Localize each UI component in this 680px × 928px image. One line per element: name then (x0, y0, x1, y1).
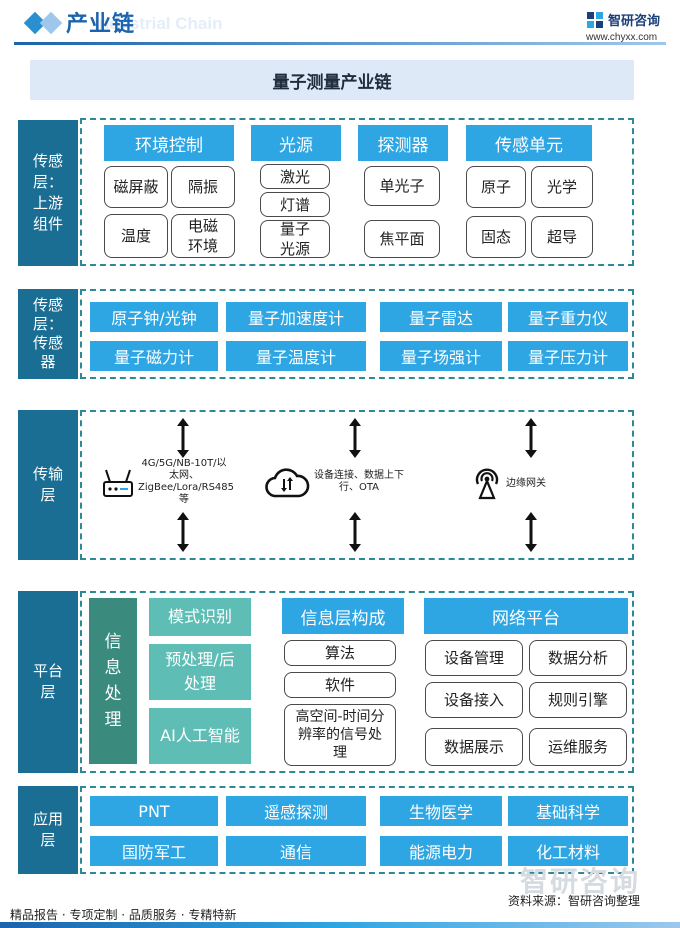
arrow-mid-icon (349, 418, 361, 552)
item-em-environment: 电磁环境 (171, 214, 235, 258)
app-pnt: PNT (90, 796, 218, 826)
application-container (80, 786, 634, 874)
item-superconducting: 超导 (531, 216, 593, 258)
platform-container (80, 591, 634, 773)
info-processing-label: 信息处理 (104, 632, 122, 730)
layer-label-text: 传感层：传感器 (32, 296, 63, 371)
logo-icon (587, 12, 603, 28)
main-title: 量子测量产业链 (30, 60, 634, 100)
info-signal-processing: 高空间-时间分辨率的信号处理 (284, 704, 396, 766)
item-focal-plane: 焦平面 (364, 220, 440, 258)
app-defense: 国防军工 (90, 836, 218, 866)
item-vibration-isolation: 隔振 (171, 166, 235, 208)
app-communication: 通信 (226, 836, 366, 866)
transport-container (80, 410, 634, 560)
proc-ai: AI人工智能 (149, 708, 251, 764)
app-basic-science: 基础科学 (508, 796, 628, 826)
arrow-left-icon (177, 418, 189, 552)
header-underline (14, 42, 666, 45)
logo-url: www.chyxx.com (586, 32, 658, 43)
item-optical: 光学 (531, 166, 593, 208)
layer-label-upstream: 传感层：上游组件 (18, 120, 78, 266)
item-single-photon: 单光子 (364, 166, 440, 206)
layer-label-text: 传输层 (32, 465, 63, 504)
net-rule-engine: 规则引擎 (529, 682, 627, 718)
item-laser: 激光 (260, 164, 330, 189)
arrow-right-icon (525, 418, 537, 552)
transport-gateway-text: 边缘网关 (506, 478, 546, 489)
proc-pre-post-processing: 预处理/后处理 (149, 644, 251, 700)
info-software: 软件 (284, 672, 396, 698)
net-device-management: 设备管理 (425, 640, 523, 676)
sensor-quantum-pressure: 量子压力计 (508, 341, 628, 371)
gateway-icon (475, 468, 499, 500)
group-title-sensor-unit: 传感单元 (466, 125, 592, 161)
item-lamp-spectrum: 灯谱 (260, 192, 330, 217)
info-layer-title: 信息层构成 (282, 598, 404, 634)
net-device-access: 设备接入 (425, 682, 523, 718)
header-diamond-light-icon (39, 11, 63, 35)
app-biomedicine: 生物医学 (380, 796, 502, 826)
item-magnetic-shield: 磁屏蔽 (104, 166, 168, 208)
sensor-quantum-radar: 量子雷达 (380, 302, 502, 332)
net-data-analysis: 数据分析 (529, 640, 627, 676)
footer-tagline: 精品报告 · 专项定制 · 品质服务 · 专精特新 (10, 908, 237, 922)
sensors-container (80, 289, 634, 379)
layer-label-text: 传感层：上游组件 (32, 152, 63, 233)
layer-label-transport: 传输层 (18, 410, 78, 560)
app-chemical-materials: 化工材料 (508, 836, 628, 866)
info-processing-block: 信息处理 (89, 598, 137, 764)
app-energy-power: 能源电力 (380, 836, 502, 866)
sensor-quantum-accelerometer: 量子加速度计 (226, 302, 366, 332)
item-solid-state: 固态 (466, 216, 526, 258)
net-data-display: 数据展示 (425, 728, 523, 766)
layer-label-text: 应用层 (32, 810, 63, 849)
layer-label-sensors: 传感层：传感器 (18, 289, 78, 379)
sensor-atomic-clock: 原子钟/光钟 (90, 302, 218, 332)
upstream-container (80, 118, 634, 266)
watermark: 智研咨询 (520, 865, 641, 898)
layer-label-text: 平台层 (32, 662, 63, 701)
sensor-quantum-field-meter: 量子场强计 (380, 341, 502, 371)
header-ghost-text: Industrial Chain (94, 14, 223, 33)
group-title-env: 环境控制 (104, 125, 234, 161)
item-atom: 原子 (466, 166, 526, 208)
sensor-quantum-magnetometer: 量子磁力计 (90, 341, 218, 371)
sensor-quantum-thermometer: 量子温度计 (226, 341, 366, 371)
proc-pattern-recognition: 模式识别 (149, 598, 251, 636)
router-icon (103, 469, 133, 497)
network-platform-title: 网络平台 (424, 598, 628, 634)
transport-cloud-text: 设备连接、数据上下行、OTA (314, 470, 404, 493)
logo-name: 智研咨询 (608, 14, 661, 29)
transport-protocol-text: 4G/5G/NB-10T/以太网、ZigBee/Lora/RS485等 (138, 458, 235, 505)
item-temperature: 温度 (104, 214, 168, 258)
info-algorithm: 算法 (284, 640, 396, 666)
header-title: 产业链 (66, 12, 136, 37)
group-title-detector: 探测器 (358, 125, 448, 161)
layer-label-application: 应用层 (18, 786, 78, 874)
app-remote-sensing: 遥感探测 (226, 796, 366, 826)
group-title-light: 光源 (251, 125, 341, 161)
source-note: 资料来源：智研咨询整理 (508, 894, 641, 908)
cloud-icon (265, 468, 310, 498)
item-quantum-light: 量子光源 (260, 220, 330, 258)
sensor-quantum-gravimeter: 量子重力仪 (508, 302, 628, 332)
footer-bar (0, 922, 680, 928)
layer-label-platform: 平台层 (18, 591, 78, 773)
net-ops-service: 运维服务 (529, 728, 627, 766)
